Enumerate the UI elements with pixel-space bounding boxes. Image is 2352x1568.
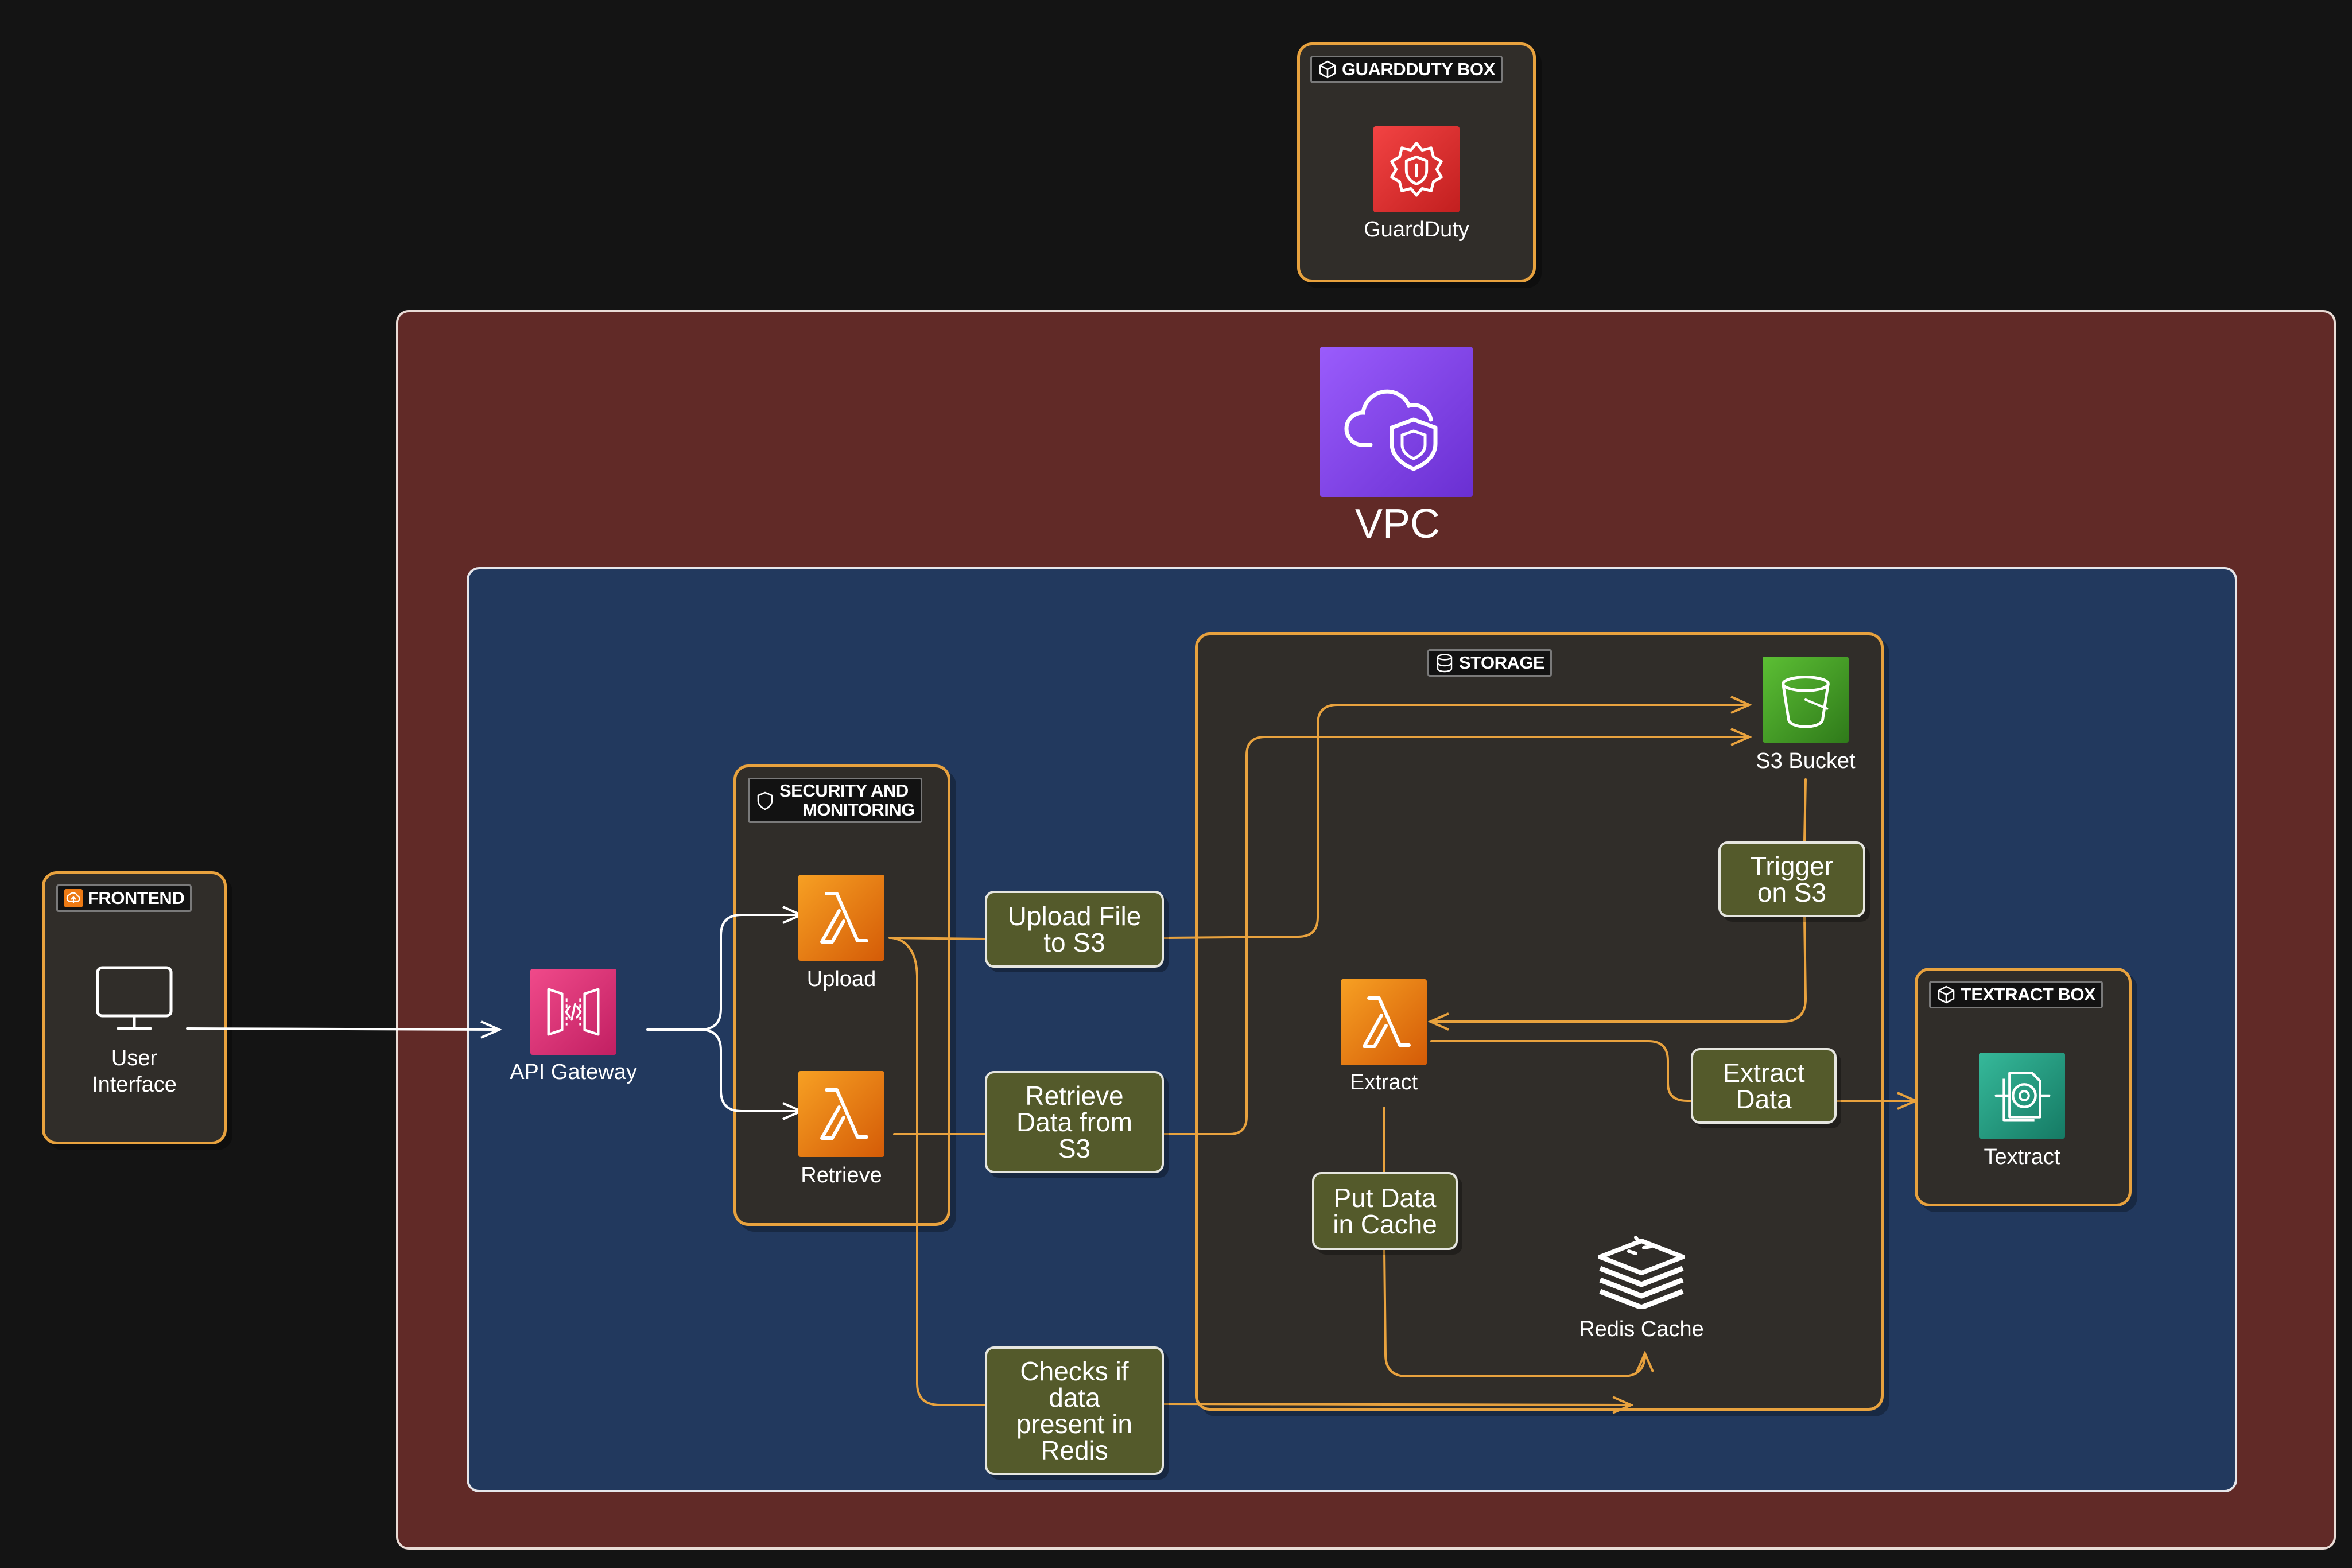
textract-icon [1994,1072,2051,1122]
edge-extract-to-redis [1383,1107,1645,1377]
database-icon [1435,653,1454,673]
user-interface-node[interactable] [95,965,173,1033]
lambda-icon [1363,996,1411,1048]
guardduty-box-label: GUARDDUTY BOX [1310,56,1503,83]
guardduty-caption: GuardDuty [1364,218,1469,242]
api-gateway-node[interactable] [530,969,616,1055]
cloud-shield-icon [1344,389,1438,471]
retrieve-lambda-node[interactable] [798,1071,884,1157]
redis-cache-node[interactable] [1596,1234,1687,1310]
trigger-s3-note[interactable]: Trigger on S3 [1718,841,1865,917]
api-gateway-caption: API Gateway [510,1060,637,1084]
edge-retrieve-to-s3 [893,737,1748,1135]
storage-label: STORAGE [1427,649,1553,677]
redis-cache-caption: Redis Cache [1579,1317,1704,1341]
lambda-icon [820,1088,868,1140]
frontend-icon [64,888,83,908]
cube-icon [1936,985,1956,1004]
edge-ui-to-apigateway [186,1028,498,1030]
monitor-icon [96,966,173,1030]
vpc-icon [1320,347,1473,497]
upload-lambda-node[interactable] [798,875,884,961]
edge-apigateway-to-retrieve [699,1028,800,1111]
api-gateway-icon [547,988,600,1036]
upload-caption: Upload [806,967,876,991]
s3-bucket-node[interactable] [1763,657,1849,743]
upload-file-note[interactable]: Upload File to S3 [985,891,1164,968]
extract-caption: Extract [1349,1070,1418,1095]
frontend-group: FRONTEND [42,871,227,1144]
vpc-label: VPC [1354,501,1441,547]
lambda-icon [820,892,868,944]
guardduty-node[interactable] [1373,126,1460,212]
put-cache-note[interactable]: Put Data in Cache [1312,1172,1458,1250]
textract-caption: Textract [1984,1145,2060,1169]
redis-stack-icon [1598,1236,1685,1310]
frontend-label: FRONTEND [56,884,192,912]
security-monitoring-label: SECURITY AND MONITORING [748,778,922,824]
extract-lambda-node[interactable] [1341,979,1427,1065]
bucket-icon [1782,676,1830,728]
guardduty-icon [1390,142,1443,197]
retrieve-caption: Retrieve [801,1163,882,1187]
edge-extract-to-textract [1430,1040,1915,1101]
edge-upload-to-redis [891,937,1630,1405]
checks-redis-note[interactable]: Checks if data present in Redis [985,1346,1164,1475]
shield-icon [755,791,775,810]
textract-node[interactable] [1979,1053,2065,1139]
extract-data-note[interactable]: Extract Data [1691,1048,1837,1124]
edge-apigateway-to-upload [646,915,800,1031]
edge-s3-to-extract [1431,778,1807,1022]
edge-upload-to-s3 [888,705,1748,940]
retrieve-data-note[interactable]: Retrieve Data from S3 [985,1071,1164,1173]
s3-bucket-caption: S3 Bucket [1756,749,1856,773]
guardduty-box-group: GUARDDUTY BOX [1297,42,1536,282]
textract-box-label: TEXTRACT BOX [1929,981,2103,1008]
user-interface-caption: User Interface [92,1046,177,1097]
cube-icon [1318,60,1337,79]
